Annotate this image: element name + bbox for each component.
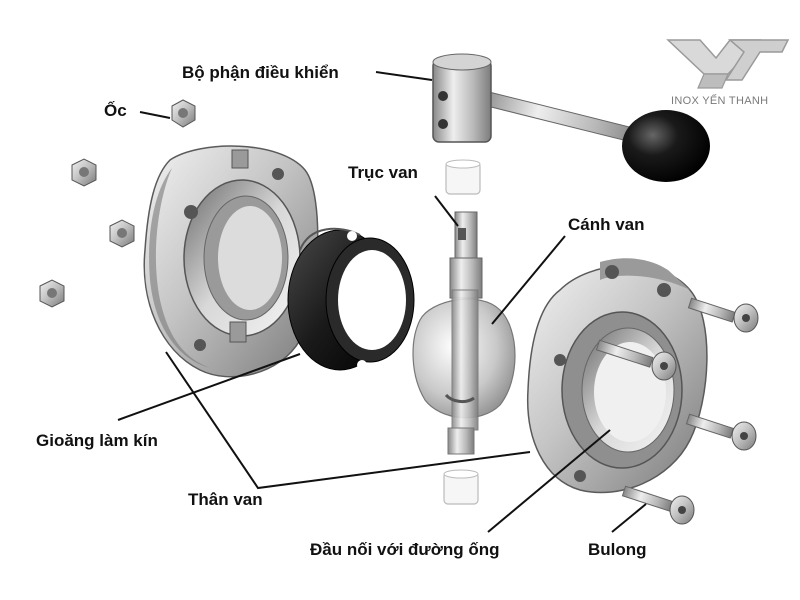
leader-stem: [434, 195, 459, 227]
label-disc: Cánh van: [568, 215, 645, 234]
valve-stem: [449, 211, 483, 299]
pipe-connector-flange: [526, 258, 708, 494]
brand-logo: INOX YẾN THANH: [666, 39, 790, 107]
yt-logo-icon: [666, 39, 790, 89]
leader-actuator: [375, 71, 433, 81]
valve-body-left: [143, 145, 319, 378]
leader-nut: [139, 111, 171, 119]
bolt-1: [687, 297, 759, 333]
bolt-3: [685, 413, 757, 451]
nut-top: [171, 99, 196, 128]
leader-disc: [491, 235, 566, 325]
handle-knob: [622, 110, 710, 182]
bolt-2: [595, 339, 677, 381]
leader-pipe-connector: [487, 429, 611, 533]
label-pipe-connector: Đầu nối với đường ống: [310, 540, 499, 559]
actuator-handle: [432, 53, 710, 182]
label-stem: Trục van: [348, 163, 418, 182]
leader-bolt: [611, 503, 647, 533]
nut-left-2: [109, 219, 135, 248]
label-bolt: Bulong: [588, 540, 647, 559]
label-actuator: Bộ phận điều khiển: [182, 63, 339, 82]
leader-gasket: [117, 353, 301, 421]
gasket-ring: [287, 227, 415, 371]
bolt-4: [621, 485, 695, 525]
leader-body: [165, 351, 531, 490]
label-gasket: Gioăng làm kín: [36, 431, 158, 450]
nut-left-3: [39, 279, 65, 308]
stem-bushing-top: [445, 159, 481, 195]
valve-disc: [412, 289, 516, 455]
leader-lines: [117, 71, 647, 533]
stem-bushing-bottom: [443, 469, 479, 505]
nut-left-1: [71, 158, 97, 187]
brand-name: INOX YẾN THANH: [671, 94, 768, 107]
label-body: Thân van: [188, 490, 263, 509]
label-nut: Ốc: [104, 100, 127, 120]
